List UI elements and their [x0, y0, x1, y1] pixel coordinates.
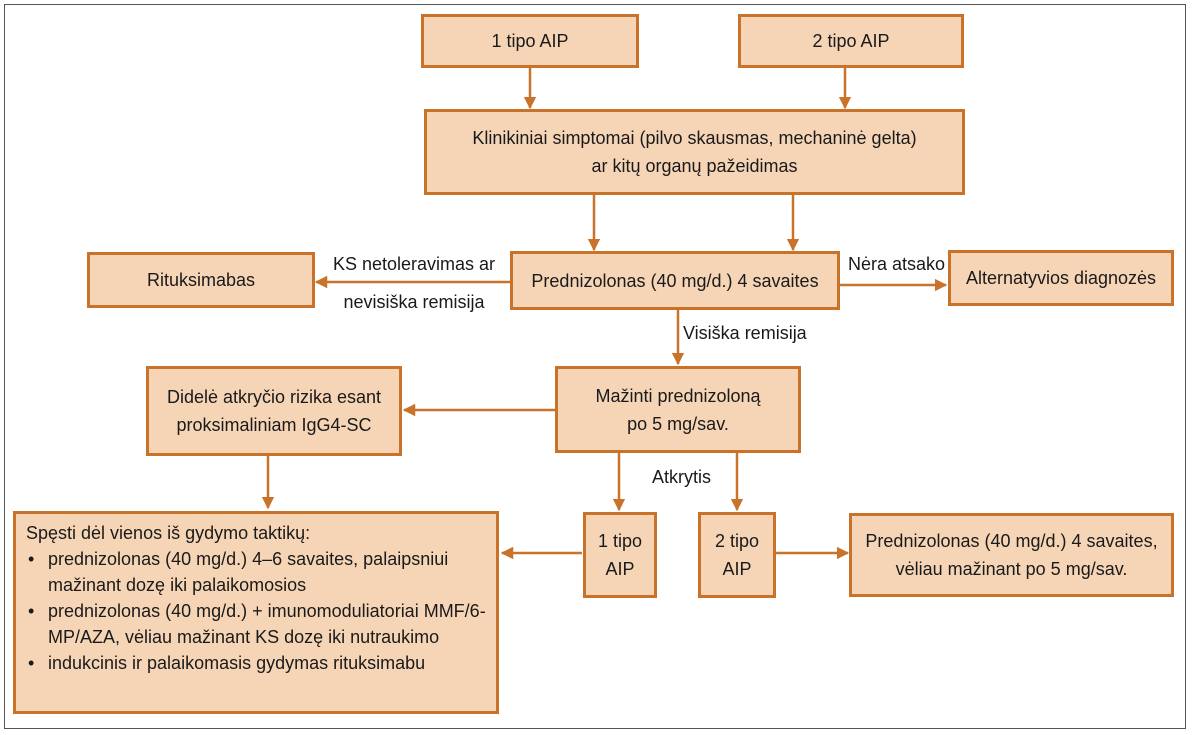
box-relapse-aip2: 2 tipo AIP [698, 512, 776, 598]
bullet-mark: • [28, 653, 35, 673]
pred-taper-line-1: Prednizolonas (40 mg/d.) 4 savaites, [865, 531, 1158, 551]
taper-line-1: Mažinti prednizoloną [595, 385, 761, 406]
symptoms-line-2: ar kitų organų pažeidimas [591, 156, 798, 176]
high-risk-line-2: proksimaliniam IgG4-SC [176, 415, 372, 435]
option-1-line-2: mažinant dozę iki palaikomosios [48, 575, 307, 595]
taper-line-2: po 5 mg/sav. [627, 413, 729, 434]
list-item: • indukcinis ir palaikomasis gydymas rit… [26, 650, 486, 676]
box-taper-prednisolone: Mažinti prednizoloną po 5 mg/sav. [555, 366, 801, 453]
option-1-line-1: prednizolonas (40 mg/d.) 4–6 savaites, p… [48, 549, 449, 569]
box-aip1-label: 1 tipo AIP [491, 31, 569, 51]
box-clinical-symptoms: Klinikiniai simptomai (pilvo skausmas, m… [424, 109, 965, 195]
box-rituximab: Rituksimabas [87, 252, 315, 308]
figure-frame [4, 4, 1186, 729]
box-high-relapse-risk: Didelė atkryčio rizika esant proksimalin… [146, 366, 402, 456]
box-aip1: 1 tipo AIP [421, 14, 639, 68]
label-relapse: Atkrytis [652, 465, 711, 489]
option-2-line-1: prednizolonas (40 mg/d.) + imunomoduliat… [48, 601, 486, 621]
box-prednisolone: Prednizolonas (40 mg/d.) 4 savaites [510, 251, 840, 310]
option-3-line-1: indukcinis ir palaikomasis gydymas rituk… [48, 653, 426, 673]
bullet-mark: • [28, 549, 35, 569]
label-no-response: Nėra atsako [848, 252, 945, 276]
option-2-line-2: MP/AZA, vėliau mažinant KS dozę iki nutr… [48, 627, 440, 647]
list-item: • prednizolonas (40 mg/d.) 4–6 savaites,… [26, 546, 486, 598]
relapse-text: Atkrytis [652, 467, 712, 487]
box-aip2: 2 tipo AIP [738, 14, 964, 68]
options-list: • prednizolonas (40 mg/d.) 4–6 savaites,… [26, 546, 486, 676]
label-ks-intolerance: KS netoleravimas ar nevisiška remisija [322, 252, 506, 314]
no-response-text: Nėra atsako [848, 254, 946, 274]
relapse-aip1-line-2: AIP [605, 559, 635, 579]
relapse-aip1-line-1: 1 tipo [597, 531, 643, 551]
relapse-aip2-line-2: AIP [722, 559, 752, 579]
high-risk-line-1: Didelė atkryčio rizika esant [166, 387, 382, 407]
ks-intolerance-line-2: nevisiška remisija [343, 292, 485, 312]
box-aip2-label: 2 tipo AIP [812, 31, 890, 51]
box-alternative-diagnoses: Alternatyvios diagnozės [948, 250, 1174, 306]
label-full-remission: Visiška remisija [683, 321, 807, 345]
box-prednisolone-taper-aip2: Prednizolonas (40 mg/d.) 4 savaites, vėl… [849, 513, 1174, 597]
box-treatment-options: Spęsti dėl vienos iš gydymo taktikų: • p… [13, 511, 499, 714]
bullet-mark: • [28, 601, 35, 621]
ks-intolerance-line-1: KS netoleravimas ar [332, 254, 496, 274]
box-rituximab-label: Rituksimabas [146, 270, 256, 290]
symptoms-line-1: Klinikiniai simptomai (pilvo skausmas, m… [472, 128, 917, 148]
list-item: • prednizolonas (40 mg/d.) + imunomoduli… [26, 598, 486, 650]
box-relapse-aip1: 1 tipo AIP [583, 512, 657, 598]
box-prednisolone-label: Prednizolonas (40 mg/d.) 4 savaites [531, 270, 819, 291]
box-alternative-label: Alternatyvios diagnozės [965, 268, 1157, 288]
options-heading: Spęsti dėl vienos iš gydymo taktikų: [26, 523, 311, 543]
relapse-aip2-line-1: 2 tipo [714, 531, 760, 551]
full-remission-text: Visiška remisija [683, 323, 807, 343]
pred-taper-line-2: vėliau mažinant po 5 mg/sav. [895, 559, 1128, 579]
